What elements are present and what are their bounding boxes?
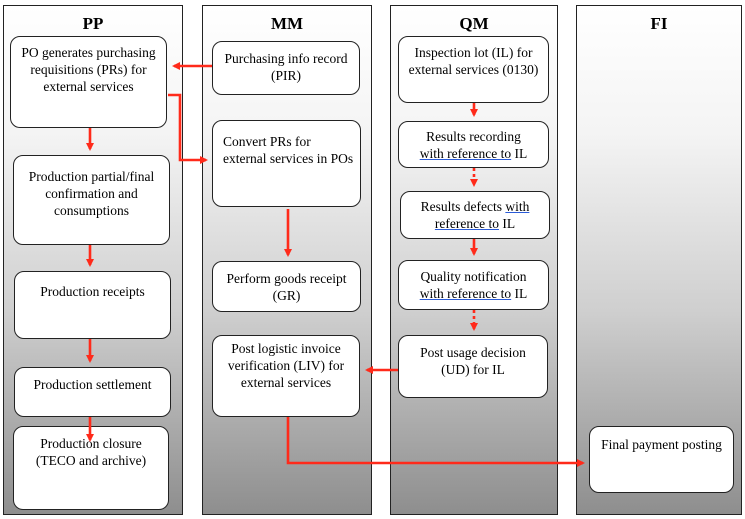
quality-notification-box: Quality notification with reference to I…	[398, 260, 549, 310]
usage-decision-box: Post usage decision (UD) for IL	[398, 335, 548, 398]
production-receipts-box: Production receipts	[14, 271, 171, 339]
production-confirmation-box: Production partial/final confirmation an…	[13, 155, 170, 245]
quality-notification-label-b: with reference to	[419, 286, 512, 301]
results-defects-label-b: with	[505, 199, 530, 214]
quality-notification-label-a: Quality notification	[420, 269, 527, 284]
lane-title-qm: QM	[459, 14, 489, 33]
usage-decision-label: Post usage decision (UD) for IL	[420, 345, 526, 377]
results-defects-label-c: reference to	[434, 216, 499, 231]
inspection-lot-box: Inspection lot (IL) for external service…	[398, 36, 549, 103]
results-defects-box: Results defects with reference to IL	[400, 191, 550, 239]
production-settlement-box: Production settlement	[14, 367, 171, 417]
convert-prs-box: Convert PRs for external services in POs	[212, 120, 361, 207]
final-payment-posting-box: Final payment posting	[589, 426, 734, 493]
results-recording-label-b: with reference to	[419, 146, 512, 161]
results-recording-label-a: Results recording	[426, 129, 521, 144]
results-defects-label-d: IL	[498, 216, 516, 231]
lane-title-fi: FI	[650, 14, 668, 33]
lane-title-pp: PP	[82, 14, 104, 33]
invoice-verification-box: Post logistic invoice verification (LIV)…	[212, 335, 360, 417]
po-generates-prs-label: PO generates purchasing requisitions (PR…	[21, 45, 156, 94]
purchasing-info-record-label: Purchasing info record (PIR)	[224, 51, 348, 83]
production-confirmation-label: Production partial/final confirmation an…	[28, 169, 155, 218]
inspection-lot-label: Inspection lot (IL) for external service…	[408, 45, 539, 77]
quality-notification-label-c: IL	[511, 286, 528, 301]
production-settlement-label: Production settlement	[33, 377, 152, 392]
lane-title-mm: MM	[270, 14, 304, 33]
final-payment-posting-label: Final payment posting	[601, 437, 722, 452]
convert-prs-label: Convert PRs for external services in POs	[223, 134, 354, 166]
results-recording-label-c: IL	[511, 146, 528, 161]
po-generates-prs-box: PO generates purchasing requisitions (PR…	[10, 36, 167, 128]
production-receipts-label: Production receipts	[40, 284, 145, 299]
goods-receipt-box: Perform goods receipt (GR)	[212, 261, 361, 312]
goods-receipt-label: Perform goods receipt (GR)	[226, 271, 347, 303]
production-closure-box: Production closure (TECO and archive)	[13, 426, 169, 510]
production-closure-label: Production closure (TECO and archive)	[35, 436, 147, 468]
results-defects-label-a: Results defects	[420, 199, 506, 214]
invoice-verification-label: Post logistic invoice verification (LIV)…	[227, 341, 345, 390]
results-recording-box: Results recording with reference to IL	[398, 121, 549, 168]
purchasing-info-record-box: Purchasing info record (PIR)	[212, 41, 360, 95]
